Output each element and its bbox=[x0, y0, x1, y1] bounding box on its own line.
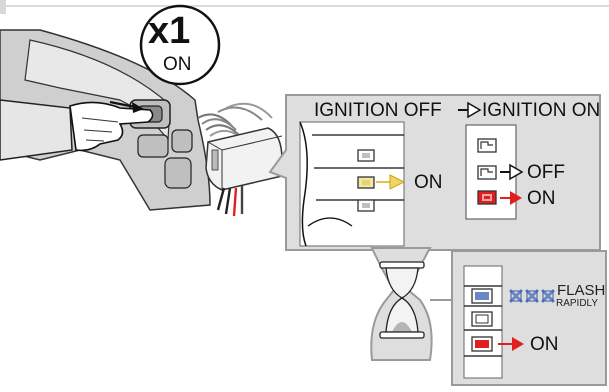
top-panel bbox=[268, 94, 601, 251]
bottom-on-label: ON bbox=[530, 334, 559, 355]
legend-led-off bbox=[477, 165, 497, 180]
sleeve bbox=[0, 99, 73, 161]
press-arrow bbox=[132, 102, 144, 113]
on-arrow-top bbox=[510, 191, 522, 205]
badge-state: ON bbox=[163, 54, 192, 75]
hand bbox=[69, 101, 154, 152]
corner-mark bbox=[0, 0, 6, 14]
legend-led-blink bbox=[477, 138, 497, 153]
heading-ignition-on: IGNITION ON bbox=[482, 100, 601, 121]
on-arrow-bottom bbox=[512, 337, 524, 351]
heading-ignition-off: IGNITION OFF bbox=[314, 100, 442, 121]
hourglass-top-cap bbox=[379, 261, 425, 269]
hourglass-bottom-cap bbox=[379, 331, 425, 339]
x1-badge bbox=[139, 4, 221, 86]
legend-led-on bbox=[477, 190, 497, 205]
flash-label: FLASH bbox=[557, 282, 606, 299]
hourglass-connector bbox=[370, 247, 452, 361]
legend-off-label: OFF bbox=[527, 162, 565, 183]
bottom-panel bbox=[451, 250, 607, 386]
rapidly-label: RAPIDLY bbox=[556, 298, 599, 309]
badge-count: x1 bbox=[148, 10, 191, 52]
flash-markers bbox=[508, 288, 556, 304]
off-arrow bbox=[509, 163, 524, 181]
legend-on-label: ON bbox=[527, 188, 556, 209]
yellow-arrow bbox=[389, 174, 406, 190]
slot-on-label: ON bbox=[414, 172, 443, 193]
